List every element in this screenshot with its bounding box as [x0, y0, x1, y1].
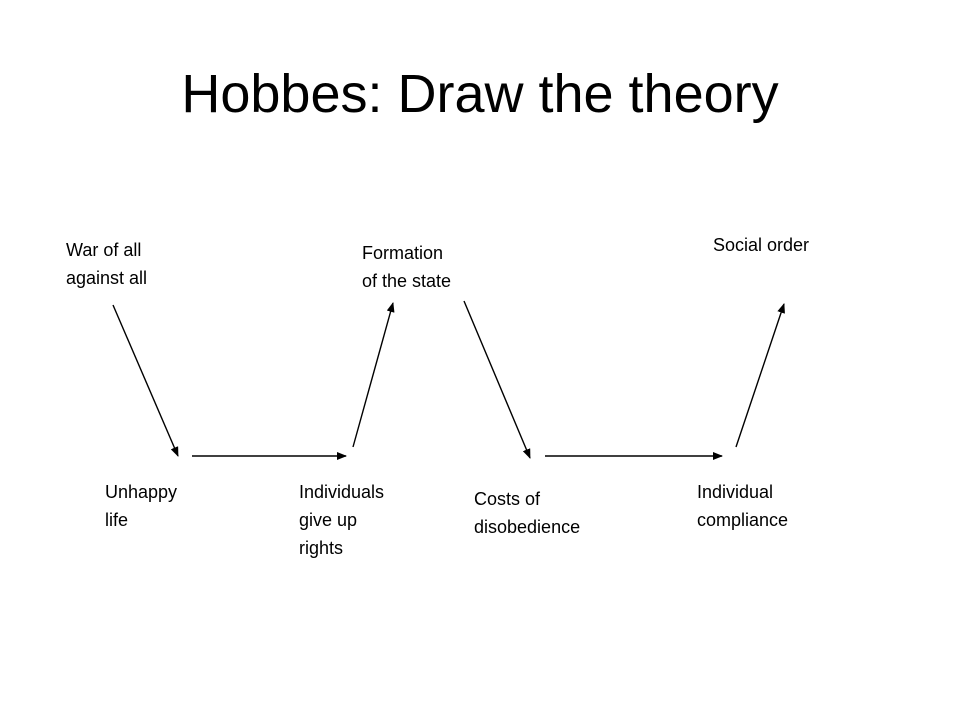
- node-line: Unhappy: [105, 482, 178, 502]
- arrow-compliance-to-social-order: [735, 303, 785, 448]
- node-social-order: Social order: [713, 231, 809, 259]
- node-line: give up: [299, 510, 358, 530]
- arrow-formation-to-costs: [463, 300, 531, 459]
- node-line: compliance: [697, 510, 789, 530]
- node-formation-of-state: Formation of the state: [362, 239, 451, 295]
- slide-title: Hobbes: Draw the theory: [181, 64, 779, 124]
- node-line: Formation: [362, 243, 444, 263]
- node-line: Individual: [697, 482, 774, 502]
- node-line: rights: [299, 538, 344, 558]
- node-war-of-all: War of all against all: [66, 236, 147, 292]
- node-line: Social order: [713, 235, 810, 255]
- arrow-give-up-to-formation: [352, 302, 395, 448]
- node-line: Costs of: [474, 489, 541, 509]
- node-line: War of all: [66, 240, 142, 260]
- node-line: of the state: [362, 271, 452, 291]
- node-line: Individuals: [299, 482, 385, 502]
- node-individuals-give-up-rights: Individuals give up rights: [299, 478, 384, 562]
- node-line: life: [105, 510, 129, 530]
- node-unhappy-life: Unhappy life: [105, 478, 177, 534]
- node-line: disobedience: [474, 517, 581, 537]
- arrow-war-to-unhappy: [112, 304, 179, 457]
- node-individual-compliance: Individual compliance: [697, 478, 788, 534]
- node-line: against all: [66, 268, 148, 288]
- node-costs-of-disobedience: Costs of disobedience: [474, 485, 580, 541]
